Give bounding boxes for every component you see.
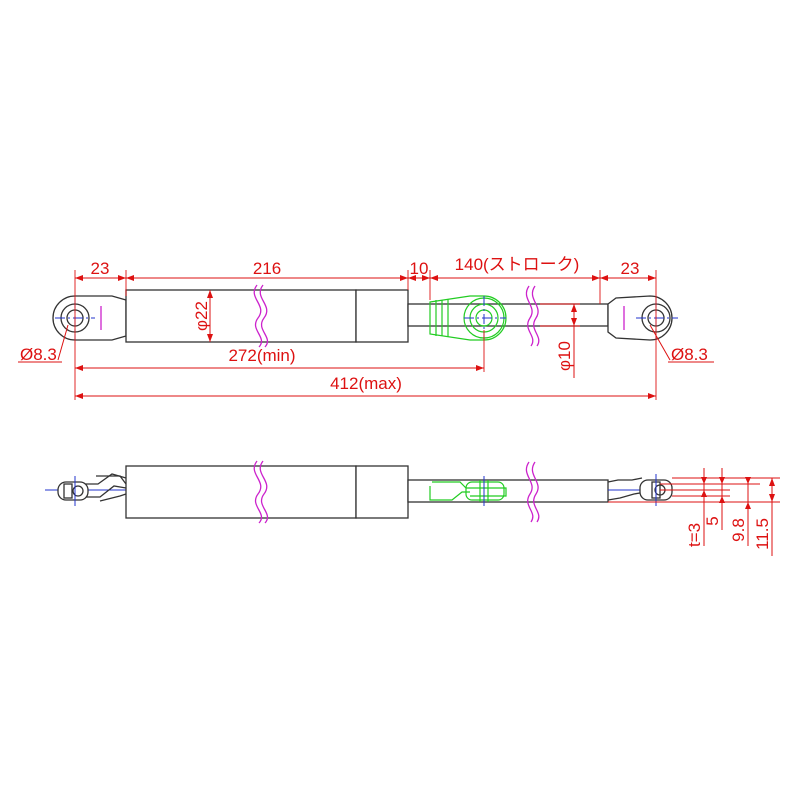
dim-side-5: 5 [703, 516, 722, 525]
right-eye-end [607, 295, 678, 341]
min-length-dim [75, 330, 485, 372]
left-eye-end [52, 295, 127, 341]
dim-side-9-8: 9.8 [729, 518, 748, 542]
dim-stroke: 140(ストローク) [455, 255, 580, 274]
dim-cylinder-length: 216 [253, 259, 281, 278]
dim-hole-right: Ø8.3 [671, 345, 708, 364]
dim-rod-diameter: φ10 [555, 341, 574, 371]
dim-gap: 10 [410, 259, 429, 278]
side-min-position-eye [429, 476, 507, 506]
cylinder-body [125, 284, 409, 348]
max-length-dim [75, 393, 656, 399]
dim-hole-left: Ø8.3 [20, 345, 57, 364]
side-dimension-lines [608, 468, 780, 556]
dim-thickness: t=3 [685, 523, 704, 547]
side-rod [407, 461, 609, 523]
dim-min-length: 272(min) [228, 346, 295, 365]
top-dimension-chain [74, 270, 657, 400]
piston-rod [407, 285, 609, 347]
dim-end-left: 23 [91, 259, 110, 278]
dim-end-right: 23 [621, 259, 640, 278]
top-view: 23 216 10 140(ストローク) 23 φ22 φ10 Ø8.3 Ø8.… [18, 255, 714, 400]
dim-max-length: 412(max) [330, 374, 402, 393]
left-bent-end [45, 473, 127, 506]
dim-side-11-5: 11.5 [753, 518, 772, 550]
side-cylinder [125, 460, 409, 524]
cylinder-diameter-dim [207, 290, 213, 342]
side-view: t=3 5 9.8 11.5 [45, 460, 780, 556]
dim-cylinder-diameter: φ22 [192, 301, 211, 331]
rod-diameter-dim [540, 303, 580, 378]
